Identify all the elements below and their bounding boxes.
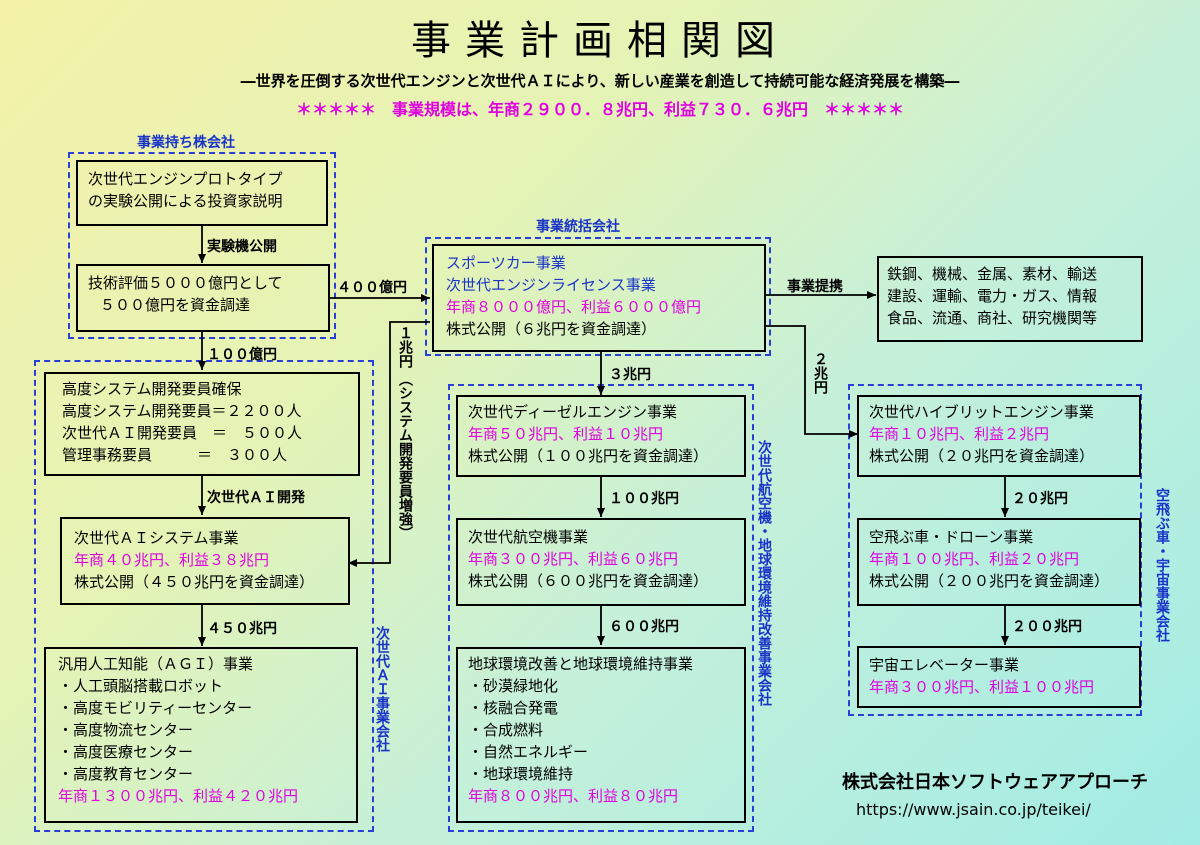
page-title: 事業計画相関図 <box>411 18 789 64</box>
agi-item: ・高度モビリティーセンター <box>58 699 253 717</box>
aircraft-revenue: 年商３００兆円、利益６０兆円 <box>468 550 679 568</box>
agi-item: ・高度医療センター <box>58 743 194 761</box>
env-item: ・核融合発電 <box>468 699 559 717</box>
evaluation-line-1: 技術評価５０００億円として <box>88 274 283 292</box>
group-space-label: 空飛ぶ車・宇宙事業会社 <box>1154 488 1170 642</box>
edge-label-demo: 実験機公開 <box>207 239 277 255</box>
edge-label-2cho: ２兆円 <box>812 352 828 394</box>
prototype-line-1: 次世代エンジンプロトタイプ <box>88 170 283 188</box>
partners-line-3: 食品、流通、商社、研究機関等 <box>887 309 1098 327</box>
env-item: ・合成燃料 <box>468 721 544 739</box>
drone-box: 空飛ぶ車・ドローン事業 年商１００兆円、利益２０兆円 株式公開（２００兆円を資金… <box>857 518 1141 606</box>
elevator-line-1: 宇宙エレベーター事業 <box>869 656 1020 674</box>
company-url[interactable]: https://www.jsain.co.jp/teikei/ <box>856 800 1091 819</box>
hybrid-line-1: 次世代ハイブリットエンジン事業 <box>869 403 1094 421</box>
edge-label-3cho: ３兆円 <box>609 367 651 383</box>
agi-item: ・高度教育センター <box>58 765 194 783</box>
aircraft-line-1: 次世代航空機事業 <box>468 528 589 546</box>
edge-label-450cho: ４５０兆円 <box>207 621 277 637</box>
diesel-line-1: 次世代ディーゼルエンジン事業 <box>468 403 677 421</box>
sports-line-1: スポーツカー事業 <box>446 254 566 272</box>
sports-revenue: 年商８０００億円、利益６０００億円 <box>446 298 702 316</box>
prototype-line-2: の実験公開による投資家説明 <box>88 192 283 210</box>
ai-system-ipo: 株式公開（４５０兆円を資金調達） <box>74 573 315 591</box>
edge-label-600cho: ６００兆円 <box>609 619 679 635</box>
edge-label-200cho: ２００兆円 <box>1012 619 1082 635</box>
staff-line-4: 管理事務要員 ＝ ３００人 <box>62 446 288 464</box>
edge-label-20cho: ２０兆円 <box>1012 491 1068 507</box>
staff-line-2: 高度システム開発要員＝２２００人 <box>62 402 302 420</box>
drone-line-1: 空飛ぶ車・ドローン事業 <box>869 528 1034 546</box>
ai-system-revenue: 年商４０兆円、利益３８兆円 <box>74 551 270 569</box>
edge-label-400oku: ４００億円 <box>337 280 407 296</box>
sports-line-2: 次世代エンジンライセンス事業 <box>446 276 656 294</box>
env-item: ・自然エネルギー <box>468 743 589 761</box>
hybrid-revenue: 年商１０兆円、利益２兆円 <box>869 425 1050 443</box>
ai-system-line-1: 次世代ＡＩシステム事業 <box>74 529 239 547</box>
env-box: 地球環境改善と地球環境維持事業 ・砂漠緑地化 ・核融合発電 ・合成燃料 ・自然エ… <box>456 647 746 823</box>
ai-system-box: 次世代ＡＩシステム事業 年商４０兆円、利益３８兆円 株式公開（４５０兆円を資金調… <box>60 517 350 605</box>
staff-line-1: 高度システム開発要員確保 <box>62 380 242 398</box>
group-ai-label: 次世代ＡＩ事業会社 <box>374 626 390 752</box>
agi-item: ・高度物流センター <box>58 721 194 739</box>
group-space <box>848 384 1142 716</box>
edge-label-1cho: １兆円 <box>397 326 413 368</box>
env-revenue: 年商８００兆円、利益８０兆円 <box>468 787 679 805</box>
aircraft-ipo: 株式公開（６００兆円を資金調達） <box>468 572 709 590</box>
agi-line-1: 汎用人工知能（ＡＧＩ）事業 <box>58 655 254 673</box>
edge-label-1cho-note: （システム開発要員増強） <box>397 372 413 540</box>
sports-ipo: 株式公開（６兆円を資金調達） <box>446 320 657 338</box>
hybrid-box: 次世代ハイブリットエンジン事業 年商１０兆円、利益２兆円 株式公開（２０兆円を資… <box>857 395 1141 477</box>
group-aero-label: 次世代航空機・地球環境維持改善事業会社 <box>756 440 772 706</box>
edge-label-ai-dev: 次世代ＡＩ開発 <box>207 490 305 506</box>
agi-box: 汎用人工知能（ＡＧＩ）事業 ・人工頭脳搭載ロボット ・高度モビリティーセンター … <box>44 647 358 823</box>
group-holding-label: 事業持ち株会社 <box>137 135 235 151</box>
agi-item: ・人工頭脳搭載ロボット <box>58 677 224 695</box>
evaluation-box: 技術評価５０００億円として ５００億円を資金調達 <box>76 264 330 332</box>
env-item: ・砂漠緑地化 <box>468 677 559 695</box>
env-item: ・地球環境維持 <box>468 765 574 783</box>
drone-revenue: 年商１００兆円、利益２０兆円 <box>869 550 1080 568</box>
business-scale: ＊＊＊＊＊ 事業規模は、年商２９００．８兆円、利益７３０．６兆円 ＊＊＊＊＊ <box>295 100 904 119</box>
prototype-box: 次世代エンジンプロトタイプ の実験公開による投資家説明 <box>76 160 328 226</box>
group-umbrella-label: 事業統括会社 <box>536 219 620 235</box>
company-name: 株式会社日本ソフトウェアアプローチ <box>842 772 1148 793</box>
partners-line-2: 建設、運輸、電力・ガス、情報 <box>887 287 1098 305</box>
staff-box: 高度システム開発要員確保 高度システム開発要員＝２２００人 次世代ＡＩ開発要員 … <box>44 372 360 476</box>
diesel-revenue: 年商５０兆円、利益１０兆円 <box>468 425 664 443</box>
diesel-ipo: 株式公開（１００兆円を資金調達） <box>468 447 709 465</box>
subtitle: ―世界を圧倒する次世代エンジンと次世代ＡＩにより、新しい産業を創造して持続可能な… <box>240 72 960 90</box>
hybrid-ipo: 株式公開（２０兆円を資金調達） <box>869 447 1095 465</box>
agi-revenue: 年商１３００兆円、利益４２０兆円 <box>58 787 299 805</box>
partners-box: 鉄鋼、機械、金属、素材、輸送 建設、運輸、電力・ガス、情報 食品、流通、商社、研… <box>877 256 1143 342</box>
elevator-revenue: 年商３００兆円、利益１００兆円 <box>869 678 1095 696</box>
aircraft-box: 次世代航空機事業 年商３００兆円、利益６０兆円 株式公開（６００兆円を資金調達） <box>456 518 746 606</box>
drone-ipo: 株式公開（２００兆円を資金調達） <box>869 572 1110 590</box>
diesel-box: 次世代ディーゼルエンジン事業 年商５０兆円、利益１０兆円 株式公開（１００兆円を… <box>456 395 746 477</box>
sports-box: スポーツカー事業 次世代エンジンライセンス事業 年商８０００億円、利益６０００億… <box>432 244 766 352</box>
env-line-1: 地球環境改善と地球環境維持事業 <box>468 655 694 673</box>
edge-label-100cho: １００兆円 <box>609 491 679 507</box>
staff-line-3: 次世代ＡＩ開発要員 ＝ ５００人 <box>62 424 303 442</box>
edge-label-100oku: １００億円 <box>207 347 277 363</box>
elevator-box: 宇宙エレベーター事業 年商３００兆円、利益１００兆円 <box>857 646 1141 708</box>
partners-line-1: 鉄鋼、機械、金属、素材、輸送 <box>887 265 1098 283</box>
edge-label-partner: 事業提携 <box>787 279 843 295</box>
evaluation-line-2: ５００億円を資金調達 <box>100 296 251 314</box>
